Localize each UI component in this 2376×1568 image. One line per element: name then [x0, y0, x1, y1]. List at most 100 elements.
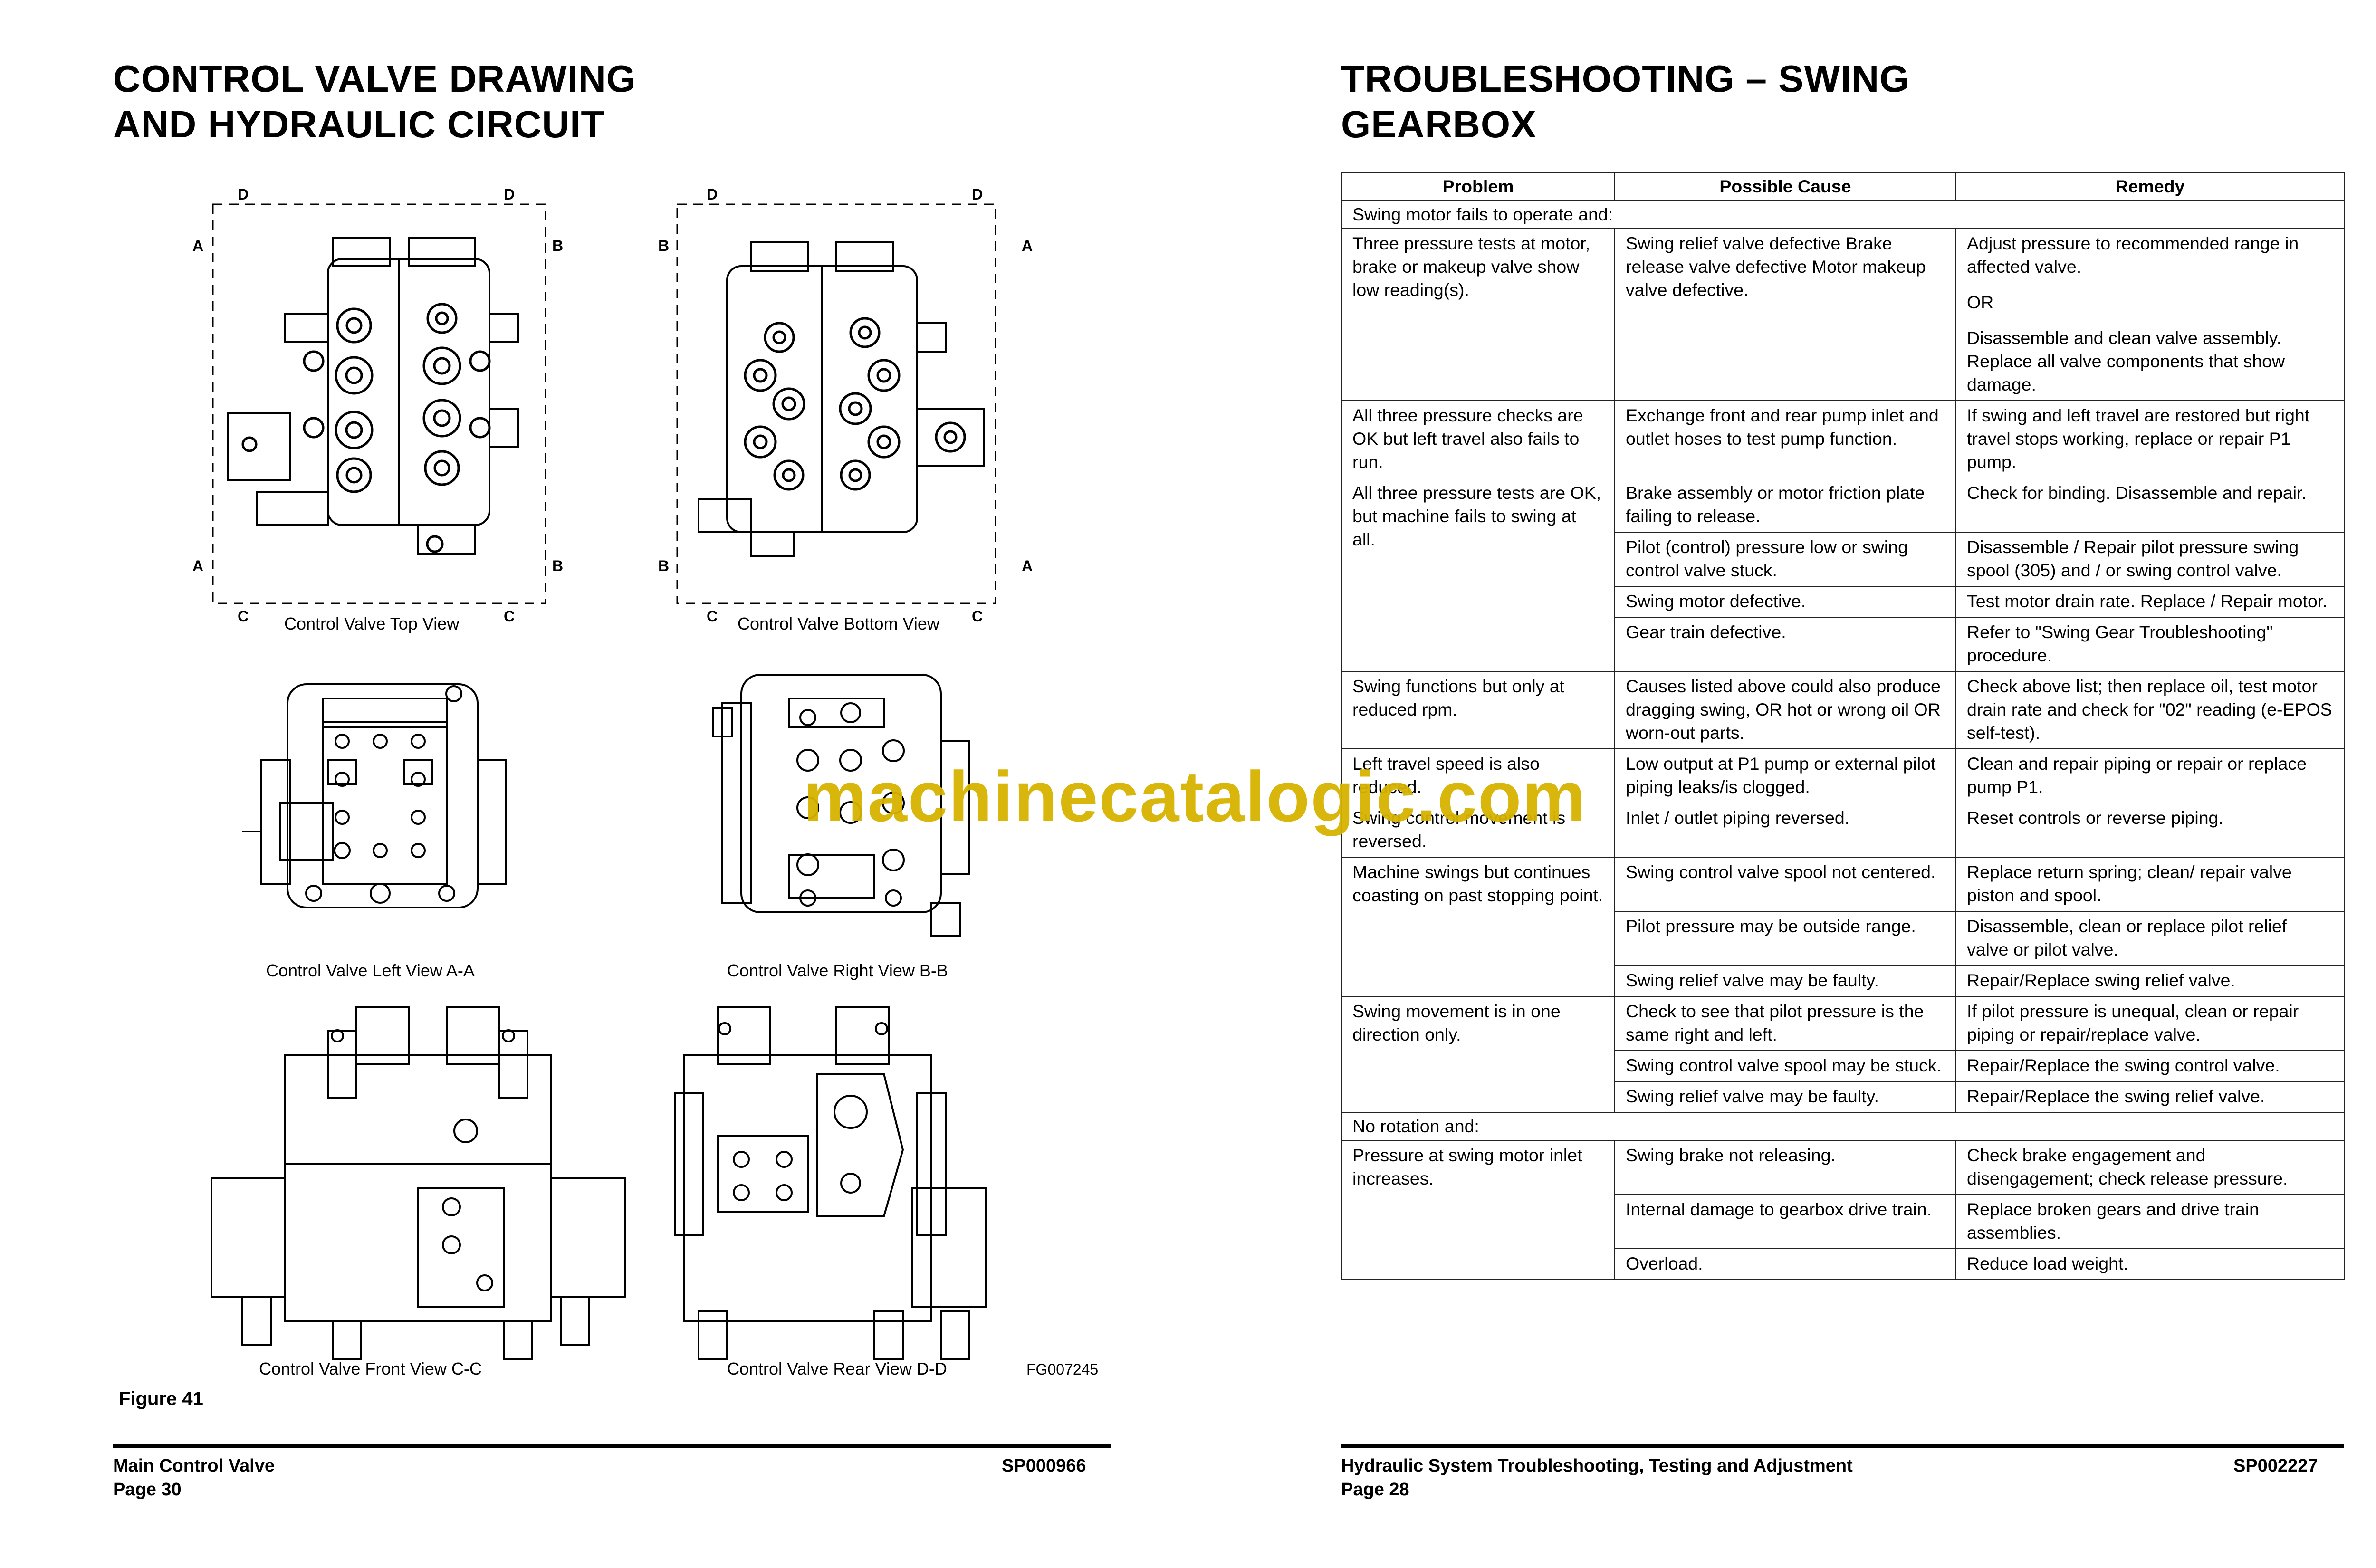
cause-cell: Causes listed above could also produce d…: [1614, 671, 1956, 749]
right-view-drawing: [712, 674, 970, 937]
letter-b: B: [552, 557, 563, 574]
caption-top-view: Control Valve Top View: [284, 614, 460, 633]
letter-b: B: [658, 557, 669, 574]
table-row: Swing motor defective. Test motor drain …: [1341, 586, 2345, 618]
footer-section: Hydraulic System Troubleshooting, Testin…: [1341, 1454, 1853, 1501]
table-row: Pressure at swing motor inlet increases.…: [1341, 1140, 2345, 1280]
cause-cell: Swing motor defective.: [1614, 586, 1956, 618]
caption-left-view: Control Valve Left View A-A: [266, 961, 475, 980]
letter-a: A: [192, 557, 203, 574]
problem-cell: Swing control movement is reversed.: [1341, 803, 1615, 858]
footer-page-number: Page 30: [113, 1480, 182, 1500]
table-row: Pilot pressure may be outside range. Dis…: [1341, 911, 2345, 966]
cause-cell: Gear train defective.: [1614, 617, 1956, 672]
left-page-title: CONTROL VALVE DRAWING AND HYDRAULIC CIRC…: [113, 57, 636, 145]
remedy-alt: Disassemble and clean valve assembly. Re…: [1967, 328, 2285, 394]
remedy-cell: Reset controls or reverse piping.: [1955, 803, 2345, 858]
problem-cell: Machine swings but continues coasting on…: [1341, 857, 1615, 997]
letter-c: C: [504, 608, 515, 625]
letter-a: A: [1022, 237, 1033, 254]
footer-page-number: Page 28: [1341, 1480, 1409, 1500]
remedy-cell: If pilot pressure is unequal, clean or r…: [1955, 996, 2345, 1051]
footer-doc-code: SP000966: [1002, 1456, 1086, 1476]
remedy-cell: Replace return spring; clean/ repair val…: [1955, 857, 2345, 912]
table-row: Gear train defective. Refer to "Swing Ge…: [1341, 617, 2345, 672]
troubleshooting-table: Problem Possible Cause Remedy Swing moto…: [1341, 172, 2345, 1280]
letter-b: B: [552, 237, 563, 254]
problem-cell: Swing movement is in one direction only.: [1341, 996, 1615, 1113]
cause-cell: Swing relief valve defective Brake relea…: [1614, 228, 1956, 401]
table-row: All three pressure checks are OK but lef…: [1341, 400, 2345, 478]
table-group-row: No rotation and:: [1341, 1112, 2345, 1141]
header-problem: Problem: [1341, 172, 1615, 201]
front-view-drawing: [211, 1006, 626, 1360]
letter-a: A: [192, 237, 203, 254]
table-row: All three pressure tests are OK, but mac…: [1341, 478, 2345, 672]
problem-cell: All three pressure checks are OK but lef…: [1341, 400, 1615, 478]
table-row: Swing control movement is reversed. Inle…: [1341, 803, 2345, 858]
table-row: Overload. Reduce load weight.: [1341, 1248, 2345, 1280]
remedy-cell: Refer to "Swing Gear Troubleshooting" pr…: [1955, 617, 2345, 672]
group-label: Swing motor fails to operate and:: [1341, 200, 2345, 229]
caption-right-view: Control Valve Right View B-B: [727, 961, 948, 980]
table-group-row: Swing motor fails to operate and:: [1341, 200, 2345, 229]
remedy-text: Adjust pressure to recommended range in …: [1967, 233, 2299, 277]
remedy-cell: If swing and left travel are restored bu…: [1955, 400, 2345, 478]
problem-cell: All three pressure tests are OK, but mac…: [1341, 478, 1615, 672]
footer-section-text: Main Control Valve: [113, 1456, 275, 1476]
right-page: TROUBLESHOOTING – SWING GEARBOX Problem …: [1212, 0, 2376, 1568]
cause-cell: Pilot (control) pressure low or swing co…: [1614, 532, 1956, 587]
cause-cell: Internal damage to gearbox drive train.: [1614, 1194, 1956, 1249]
left-page: CONTROL VALVE DRAWING AND HYDRAULIC CIRC…: [113, 57, 1111, 1501]
remedy-cell: Repair/Replace swing relief valve.: [1955, 965, 2345, 997]
cause-cell: Brake assembly or motor friction plate f…: [1614, 478, 1956, 533]
rear-view-drawing: [674, 1006, 987, 1360]
problem-cell: Swing functions but only at reduced rpm.: [1341, 671, 1615, 749]
table-row: Swing relief valve may be faulty. Repair…: [1341, 1081, 2345, 1113]
remedy-cell: Repair/Replace the swing control valve.: [1955, 1050, 2345, 1082]
cause-cell: Pilot pressure may be outside range.: [1614, 911, 1956, 966]
header-remedy: Remedy: [1955, 172, 2345, 201]
problem-cell: Three pressure tests at motor, brake or …: [1341, 228, 1615, 401]
remedy-cell: Test motor drain rate. Replace / Repair …: [1955, 586, 2345, 618]
remedy-cell: Check above list; then replace oil, test…: [1955, 671, 2345, 749]
remedy-cell: Reduce load weight.: [1955, 1248, 2345, 1280]
remedy-cell: Check brake engagement and disengagement…: [1955, 1140, 2345, 1195]
footer-section: Main Control Valve Page 30: [113, 1454, 275, 1501]
remedy-cell: Replace broken gears and drive train ass…: [1955, 1194, 2345, 1249]
cause-cell: Check to see that pilot pressure is the …: [1614, 996, 1956, 1051]
figure-label: Figure 41: [119, 1388, 203, 1409]
cause-cell: Swing relief valve may be faulty.: [1614, 1081, 1956, 1113]
caption-bottom-view: Control Valve Bottom View: [738, 614, 939, 633]
right-page-title: TROUBLESHOOTING – SWING GEARBOX: [1341, 57, 1910, 145]
table-header-row: Problem Possible Cause Remedy: [1341, 172, 2345, 201]
table-row: Machine swings but continues coasting on…: [1341, 857, 2345, 997]
cause-cell: Overload.: [1614, 1248, 1956, 1280]
remedy-cell: Disassemble / Repair pilot pressure swin…: [1955, 532, 2345, 587]
cause-cell: Swing control valve spool not centered.: [1614, 857, 1956, 912]
control-valve-drawings: D D A B A B C C D D B A B A C C: [192, 186, 1033, 1360]
letter-d: D: [504, 186, 515, 203]
table-row: Three pressure tests at motor, brake or …: [1341, 228, 2345, 401]
problem-cell: Left travel speed is also reduced.: [1341, 748, 1615, 803]
letter-b: B: [658, 237, 669, 254]
problem-cell: Pressure at swing motor inlet increases.: [1341, 1140, 1615, 1280]
figure-code: FG007245: [1026, 1361, 1099, 1378]
letter-d: D: [972, 186, 983, 203]
remedy-cell: Repair/Replace the swing relief valve.: [1955, 1081, 2345, 1113]
letter-d: D: [238, 186, 249, 203]
remedy-cell: Disassemble, clean or replace pilot reli…: [1955, 911, 2345, 966]
table-row: Internal damage to gearbox drive train. …: [1341, 1194, 2345, 1249]
top-view-drawing: [212, 203, 546, 604]
remedy-cell: Adjust pressure to recommended range in …: [1955, 228, 2345, 401]
watermark-text: machinecatalogic.com: [803, 756, 1587, 836]
letter-d: D: [707, 186, 718, 203]
footer-doc-code: SP002227: [2233, 1456, 2318, 1476]
cause-cell: Exchange front and rear pump inlet and o…: [1614, 400, 1956, 478]
table-row: Swing movement is in one direction only.…: [1341, 996, 2345, 1113]
table-row: Left travel speed is also reduced. Low o…: [1341, 748, 2345, 803]
letter-c: C: [972, 608, 983, 625]
remedy-cell: Clean and repair piping or repair or rep…: [1955, 748, 2345, 803]
table-row: Swing functions but only at reduced rpm.…: [1341, 671, 2345, 749]
caption-front-view: Control Valve Front View C-C: [259, 1359, 482, 1378]
